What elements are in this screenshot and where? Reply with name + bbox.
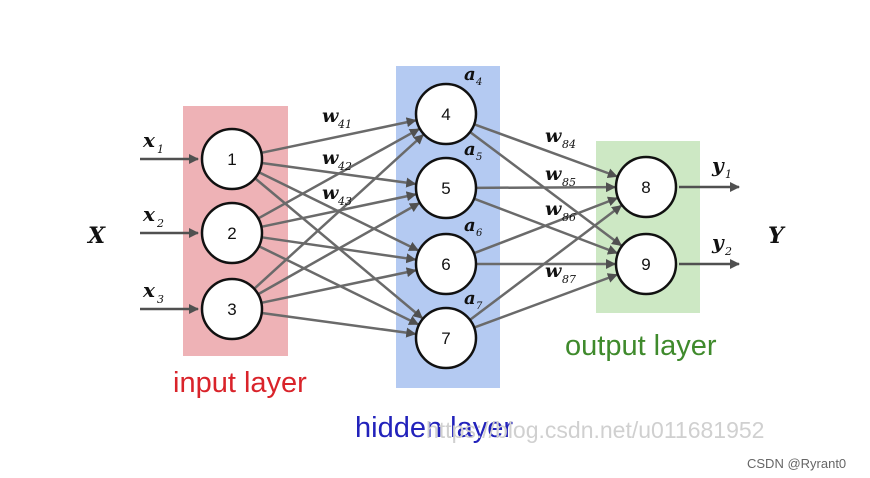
watermark-url: https://blog.csdn.net/u011681952 <box>426 417 764 443</box>
node-5: 5 <box>414 156 478 220</box>
node-3-label: 3 <box>227 300 236 319</box>
node-3: 3 <box>200 277 264 341</box>
node-9: 9 <box>614 232 678 296</box>
node-7: 7 <box>414 306 478 370</box>
label-X: X <box>86 223 106 249</box>
edge-5-8 <box>475 182 617 193</box>
watermark-credit: CSDN @Ryrant0 <box>747 456 846 471</box>
edge-1-4 <box>261 117 417 155</box>
node-1: 1 <box>200 127 264 191</box>
node-4-label: 4 <box>441 105 450 124</box>
node-8-label: 8 <box>641 178 650 197</box>
node-7-label: 7 <box>441 329 450 348</box>
edge-3-6 <box>261 267 417 305</box>
label-w87: w87 <box>545 260 576 286</box>
label-a6: a6 <box>464 215 483 239</box>
label-a4: a4 <box>464 64 482 88</box>
output-layer-label: output layer <box>565 330 717 362</box>
label-w43: w43 <box>322 182 352 208</box>
node-9-label: 9 <box>641 255 650 274</box>
label-y2: y2 <box>711 230 732 258</box>
label-w42: w42 <box>322 147 352 173</box>
node-1-label: 1 <box>227 150 236 169</box>
connections <box>253 117 623 338</box>
node-5-label: 5 <box>441 179 450 198</box>
label-a7: a7 <box>464 288 483 312</box>
node-6: 6 <box>414 232 478 296</box>
node-8: 8 <box>614 155 678 219</box>
label-w85: w85 <box>545 163 576 189</box>
edge-3-7 <box>261 311 417 338</box>
label-w84: w84 <box>545 125 576 151</box>
edge-4-8 <box>473 123 618 178</box>
node-2-label: 2 <box>227 224 236 243</box>
edge-3-4 <box>253 133 424 290</box>
input-layer-label: input layer <box>173 367 307 399</box>
edge-2-4 <box>257 127 420 220</box>
node-4: 4 <box>414 82 478 146</box>
label-w86: w86 <box>545 198 576 224</box>
edge-3-5 <box>257 202 420 296</box>
label-a5: a5 <box>464 139 482 163</box>
label-w41: w41 <box>322 105 352 131</box>
hidden-layer-label: hidden layer <box>355 412 513 444</box>
edge-6-8 <box>473 196 619 255</box>
label-Y: Y <box>768 223 786 249</box>
label-y1: y1 <box>711 153 732 181</box>
edge-7-8 <box>469 204 623 321</box>
node-6-label: 6 <box>441 255 450 274</box>
node-2: 2 <box>200 201 264 265</box>
edge-7-9 <box>473 273 618 329</box>
